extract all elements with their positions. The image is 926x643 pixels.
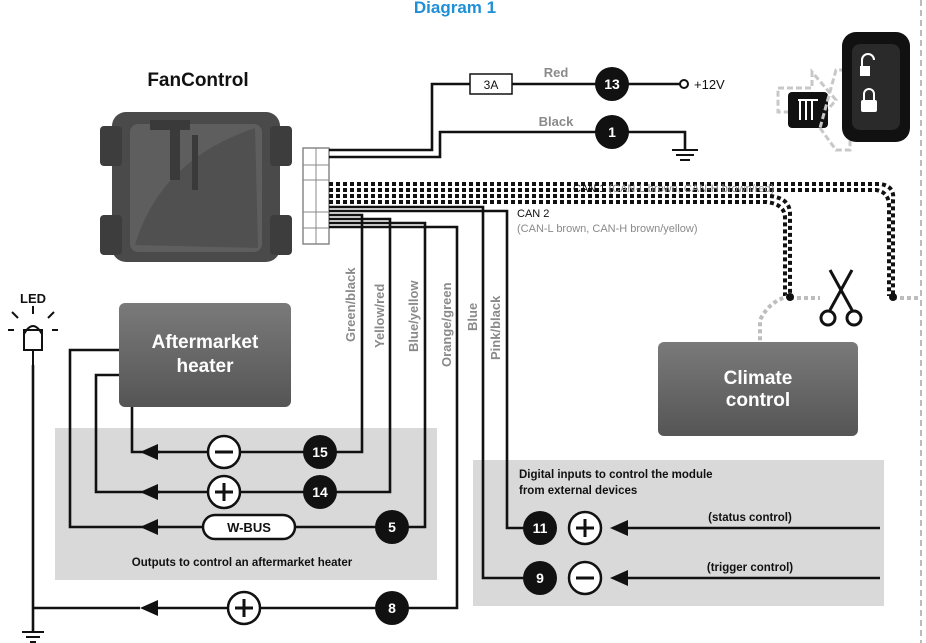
can1-wire-b <box>329 188 891 296</box>
yellow-red-label: Yellow/red <box>372 284 387 348</box>
pin-9-badge <box>523 561 557 595</box>
pin-8: 8 <box>388 600 396 616</box>
pin-13-badge <box>595 67 629 101</box>
status-control-label: (status control) <box>708 512 792 524</box>
heater-wire-5 <box>68 348 160 529</box>
remote-fob <box>776 32 910 152</box>
fancontrol-module <box>100 112 292 262</box>
pin-11-badge <box>523 511 557 545</box>
black-wire <box>329 130 687 159</box>
module-name: FanControl <box>147 70 248 91</box>
connector <box>302 147 330 245</box>
pin-13: 13 <box>604 76 620 92</box>
pin-5: 5 <box>388 519 396 535</box>
pin-15-badge <box>303 435 337 469</box>
heater-line2: heater <box>176 356 234 377</box>
pin-5-badge <box>375 510 409 544</box>
blue-wire <box>329 205 540 580</box>
pink-black-label: Pink/black <box>488 295 503 360</box>
pin-15: 15 <box>312 444 328 460</box>
outputs-panel <box>55 428 437 580</box>
diagram-title: Diagram 1 <box>414 0 496 17</box>
plus-symbol-8 <box>226 590 262 626</box>
can2-label: CAN 2 <box>517 208 549 220</box>
can2-detail: (CAN-L brown, CAN-H brown/yellow) <box>517 223 698 235</box>
black-wire-label: Black <box>539 114 574 129</box>
outputs-caption: Outputs to control an aftermarket heater <box>132 557 353 569</box>
pin-14: 14 <box>312 484 328 500</box>
climate-line1: Climate <box>724 368 793 389</box>
can1-label: CAN 1 (CAN-L brown, CAN-H brown/red) <box>573 183 774 195</box>
inputs-caption-line1: Digital inputs to control the module <box>519 469 713 481</box>
led-label: LED <box>20 291 46 306</box>
yellow-red-wire <box>320 217 392 494</box>
orange-green-wire <box>329 225 459 610</box>
scissors-icon <box>819 269 863 327</box>
heater-line1: Aftermarket <box>152 332 259 353</box>
can1-splice <box>889 293 897 301</box>
minus-symbol-15 <box>206 434 242 470</box>
inputs-caption-line2: from external devices <box>519 485 637 497</box>
pin-8-badge <box>375 591 409 625</box>
red-wire-label: Red <box>544 65 569 80</box>
plus-symbol-14 <box>206 474 242 510</box>
fuse-label: 3A <box>484 78 499 92</box>
red-wire <box>329 82 680 152</box>
wbus-badge <box>201 513 297 541</box>
aftermarket-heater-box <box>119 303 291 407</box>
wbus-label: W-BUS <box>227 520 271 535</box>
led-icon <box>8 306 58 365</box>
plus-symbol-11 <box>567 510 603 546</box>
heater-wire-14 <box>94 373 160 494</box>
pin-9: 9 <box>536 570 544 586</box>
climate-can-wire <box>758 294 791 342</box>
pin-1: 1 <box>608 124 616 140</box>
ground-symbol <box>672 149 698 161</box>
ground-led <box>22 631 44 643</box>
climate-control-box <box>658 342 858 436</box>
can2-wire <box>329 194 792 296</box>
green-black-label: Green/black <box>343 267 358 342</box>
minus-symbol-9 <box>567 560 603 596</box>
orange-green-label: Orange/green <box>439 282 454 367</box>
fuse <box>469 73 513 95</box>
pin-1-badge <box>595 115 629 149</box>
power-label: +12V <box>694 77 725 92</box>
green-black-wire <box>320 213 364 454</box>
blue-yellow-label: Blue/yellow <box>406 280 421 352</box>
trigger-control-label: (trigger control) <box>707 562 793 574</box>
can1-wire <box>329 182 896 296</box>
arrows <box>140 444 628 616</box>
pin-14-badge <box>303 475 337 509</box>
blue-label: Blue <box>465 303 480 331</box>
pin-11: 11 <box>533 520 548 536</box>
climate-line2: control <box>726 390 790 411</box>
power-terminal <box>679 79 689 89</box>
can2-wire-b <box>329 200 787 296</box>
can2-splice <box>786 293 794 301</box>
